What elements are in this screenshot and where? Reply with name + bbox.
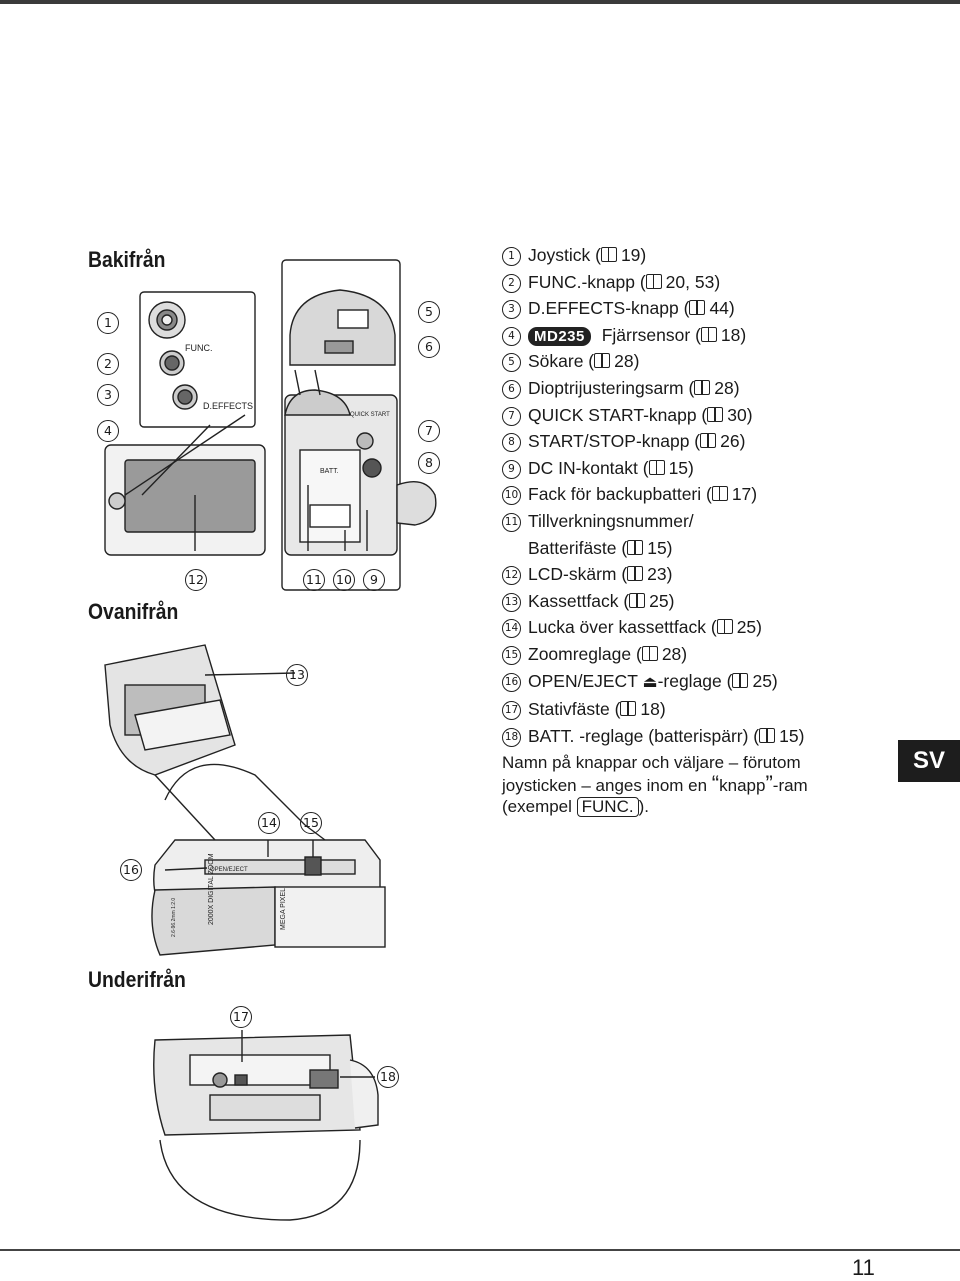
- label-deffects: D.EFFECTS: [203, 401, 253, 411]
- example-func-key: FUNC.: [576, 797, 639, 817]
- label-batt: BATT.: [320, 468, 339, 475]
- callout-15: 15: [300, 812, 322, 834]
- label-lens: 2.6-96.2mm 1:2.0: [171, 898, 177, 937]
- book-icon: [629, 592, 646, 608]
- callout-16: 16: [120, 859, 142, 881]
- book-icon: [700, 433, 717, 449]
- callout-3: 3: [97, 384, 119, 406]
- book-icon: [600, 247, 617, 262]
- callout-6: 6: [418, 336, 440, 358]
- callout-17: 17: [230, 1006, 252, 1028]
- callout-4: 4: [97, 420, 119, 442]
- callout-2: 2: [97, 353, 119, 375]
- camcorder-bottom-view-illustration: [153, 1030, 379, 1221]
- book-icon: [700, 326, 717, 342]
- list-item-continuation: Batterifäste (15): [528, 537, 673, 558]
- label-quick-start: QUICK START: [350, 412, 390, 418]
- section-title-back: Bakifrån: [88, 247, 166, 272]
- callout-10: 10: [333, 569, 355, 591]
- book-icon: [759, 727, 776, 743]
- button-naming-note: Namn på knappar och väljare – förutom jo…: [502, 753, 808, 817]
- callout-8: 8: [418, 452, 440, 474]
- label-open-eject: OPEN/EJECT: [210, 867, 248, 873]
- callout-5: 5: [418, 301, 440, 323]
- book-icon: [648, 459, 665, 475]
- model-badge: MD235: [528, 326, 591, 346]
- camcorder-top-view-illustration: OPEN/EJECT 2000X DIGITAL ZOOM MEGA PIXEL…: [104, 644, 386, 956]
- book-icon: [594, 353, 611, 369]
- callout-13: 13: [286, 664, 308, 686]
- eject-icon: ⏏: [642, 673, 658, 691]
- callout-11: 11: [303, 569, 325, 591]
- book-icon: [694, 379, 711, 395]
- camcorder-back-view-illustration: FUNC. D.EFFECTS QUICK START BATT.: [104, 259, 437, 591]
- section-title-bottom: Underifrån: [88, 967, 186, 992]
- section-title-top: Ovanifrån: [88, 599, 179, 624]
- book-icon: [732, 672, 749, 688]
- book-icon: [689, 300, 706, 316]
- callout-14: 14: [258, 812, 280, 834]
- top-rule: [0, 0, 960, 4]
- label-zoom-spec: 2000X DIGITAL ZOOM: [208, 853, 215, 925]
- callout-18: 18: [377, 1066, 399, 1088]
- book-icon: [641, 645, 658, 661]
- callout-12: 12: [185, 569, 207, 591]
- book-icon: [627, 566, 644, 582]
- book-icon: [707, 406, 724, 422]
- book-icon: [627, 539, 644, 555]
- callout-1: 1: [97, 312, 119, 334]
- language-tab: SV: [898, 740, 960, 782]
- book-icon: [645, 273, 662, 289]
- callout-9: 9: [363, 569, 385, 591]
- page-number: 11: [852, 1255, 875, 1280]
- label-megapixel: MEGA PIXEL: [280, 888, 287, 930]
- label-func: FUNC.: [185, 343, 213, 353]
- footer-rule: [0, 1249, 960, 1251]
- book-icon: [716, 619, 733, 635]
- book-icon: [620, 701, 637, 717]
- book-icon: [711, 486, 728, 502]
- callout-7: 7: [418, 420, 440, 442]
